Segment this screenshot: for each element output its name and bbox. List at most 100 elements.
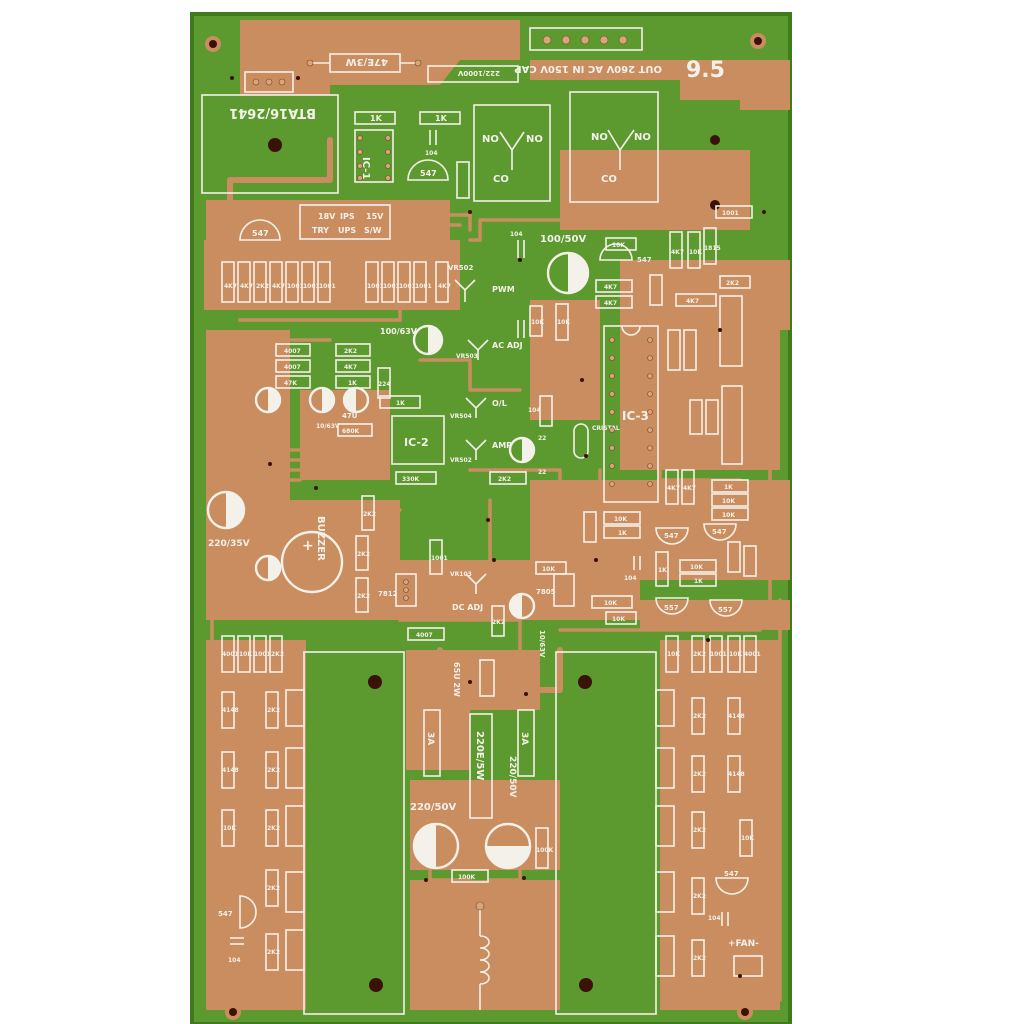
dc-adjust-section: VR103 DC ADJ 10/63V 7805 10K 10K 10K 2K2… [407, 561, 637, 658]
vr504-label: VR504 [450, 413, 472, 420]
resistor-label: 1K [694, 578, 703, 585]
switch-opt-2: IPS [340, 212, 355, 221]
resistor-label: 1001 [303, 283, 320, 290]
relay-2-no-b: NO [634, 132, 651, 143]
capacitor-104-label: 104 [425, 150, 438, 157]
resistor-label: 10K [689, 249, 702, 256]
capacitor-100-50v-label: 100/50V [540, 234, 586, 245]
vr103-label: VR103 [450, 571, 472, 578]
resistor-label: 4K7 [240, 283, 253, 290]
resistor-1k-label: 1K [370, 114, 383, 123]
resistor-label: 1K [618, 530, 627, 537]
switch-option-block: 15V 18V IPS S/W UPS TRY [299, 204, 391, 240]
right-headers [667, 329, 743, 465]
resistor-label: 10K [722, 512, 735, 519]
resistor-label: 47K [284, 380, 297, 387]
resistor-label: 2K2 [267, 767, 280, 774]
input-output-connector: OUT 260V AC IN 150V CAP [514, 27, 662, 74]
resistor-label: 10K [690, 564, 703, 571]
resistor-label: 2K2 [693, 827, 706, 834]
ic1-footprint: IC-1 [354, 129, 394, 183]
vr502b-label: VR502 [450, 457, 472, 464]
resistor-label: 2K2 [492, 619, 505, 626]
capacitor-104-label: 104 [510, 231, 523, 238]
crystal: CRISTAL [573, 423, 620, 459]
capacitor-222-label: 222/1000V [457, 69, 500, 77]
resistor-label: 2K2 [271, 651, 284, 658]
relay-2-co: CO [601, 174, 617, 185]
diode-label: 4148 [222, 707, 239, 714]
resistor-label: 10K [542, 566, 555, 573]
resistor-label: 2K2 [363, 511, 376, 518]
ac-adj-label: AC ADJ [492, 341, 523, 350]
resistor-1k-label: 1K [435, 114, 448, 123]
board-version: 9.5 [686, 58, 725, 83]
fuses-and-power-resistor: 3A 3A 220E/5W 220/50V [423, 709, 535, 819]
diode-label: 4007 [284, 348, 301, 355]
diode-label: 4007 [284, 364, 301, 371]
diode-label: 4001 [222, 651, 239, 658]
resistor-label: 10K [239, 651, 252, 658]
capacitor-104-label: 104 [528, 407, 541, 414]
relay-1: NO NO CO [473, 104, 551, 202]
crystal-label: CRISTAL [592, 425, 620, 432]
capacitor-104-label: 104 [228, 957, 241, 964]
resistor-label: 10K [612, 616, 625, 623]
resistor-label: 10K [557, 319, 570, 326]
capacitors-104-mid: 104 10K 10K [510, 231, 570, 341]
buzzer: BUZZER + [280, 516, 344, 594]
resistor-47e: 47E/3W [306, 53, 422, 73]
diode-label: 4007 [416, 632, 433, 639]
relay-1-no-a: NO [482, 134, 499, 145]
resistor-label: 1K [724, 484, 733, 491]
switch-opt-0: 15V [366, 212, 384, 221]
mounting-holes [205, 33, 766, 1020]
transistor-547-left: 547 [239, 219, 281, 241]
ac-adjust-section: 100/63V AC ADJ VR503 [380, 324, 523, 360]
relay-2-no-a: NO [591, 132, 608, 143]
transistor-547-label: 547 [712, 528, 727, 536]
capacitor-47u-label: 47U [342, 412, 358, 420]
resistor-label: 4K7 [344, 364, 357, 371]
regulator-7812-label: 7812 [378, 590, 398, 598]
resistor-bank-left: 4K7 4K7 2K2 4K7 1001 1001 1001 1001 1001… [221, 261, 451, 303]
resistor-label: 2K2 [344, 348, 357, 355]
resistor-label: 1001 [367, 283, 384, 290]
fan-label: +FAN- [728, 939, 759, 949]
capacitor-label: 224 [378, 381, 391, 388]
triac-label: BTA16/2641 [229, 105, 316, 120]
resistor-label: 1001 [383, 283, 400, 290]
resistor-label: 10K [612, 242, 625, 249]
resistor-label: 2K2 [357, 593, 370, 600]
capacitor-10-63v-right-label: 10/63V [538, 630, 546, 658]
transistor-557-label: 557 [718, 606, 733, 614]
ic3-label: IC-3 [622, 409, 649, 423]
resistor-65u: 65U 2W [452, 659, 495, 697]
resistor-label: 2K2 [693, 955, 706, 962]
switch-opt-4: UPS [338, 226, 356, 235]
resistor-label: 100K [458, 874, 476, 881]
resistor-label: 1001 [415, 283, 432, 290]
transistor-547-label: 547 [420, 169, 437, 178]
resistor-220e-label: 220E/5W [474, 731, 485, 780]
resistor-label: 10K [667, 651, 680, 658]
resistor-65u-label: 65U 2W [452, 662, 461, 697]
output-capacitors: 220/50V 100K 100K [410, 802, 554, 883]
capacitor-104-label: 104 [624, 575, 637, 582]
vr502-label: VR502 [448, 264, 474, 272]
resistors-right: 4K7 4K7 1K 10K 10K 547 547 10K 1K 1K 10K… [583, 469, 757, 587]
capacitor-104-label: 104 [708, 915, 721, 922]
relay-1-no-b: NO [526, 134, 543, 145]
diode-label: 4148 [222, 767, 239, 774]
capacitor-10-63v-left-label: 10/63V [316, 423, 340, 430]
pwm-label: PWM [492, 285, 515, 294]
diode-label: 1815 [704, 245, 721, 252]
capacitor-220-35v-label: 220/35V [208, 539, 250, 549]
diode-label: 4148 [728, 713, 745, 720]
gate-resistors-left: 4001 10K 1001 2K2 4148 2K2 4148 2K2 10K … [218, 635, 284, 971]
regulator-7812: 7812 [378, 573, 417, 607]
amp-label: AMP [492, 441, 512, 450]
resistor-label: 10K [531, 319, 544, 326]
resistor-label: 2K2 [267, 825, 280, 832]
